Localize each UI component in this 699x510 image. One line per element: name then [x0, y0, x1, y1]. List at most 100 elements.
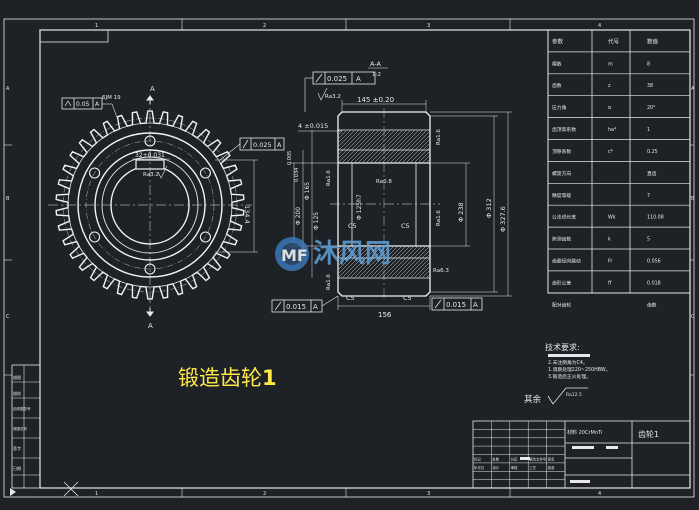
table-header-cell: 参数: [552, 38, 564, 46]
title-grid-cell: 签名: [548, 457, 555, 462]
runout-icon: [242, 139, 249, 149]
bottom-dim-text: 156: [378, 311, 392, 319]
table-cell: 公法线长度: [552, 214, 576, 221]
section-hatching: [338, 130, 430, 278]
roughness-icon: [157, 165, 168, 179]
web-hole: [89, 167, 101, 179]
title-grid-cell: 分区: [511, 457, 518, 462]
table-cell: 压力角: [552, 104, 567, 111]
table-cell: ha*: [608, 127, 617, 133]
top-tab: [39, 29, 109, 43]
web-hole: [89, 231, 101, 243]
table-cell: 0.056: [647, 258, 661, 264]
top-roughness: Ra3.2: [325, 94, 341, 100]
roughness-icon: [547, 387, 588, 405]
parallel-icon: [64, 100, 72, 107]
section-cut-marks: [146, 95, 154, 317]
rough-0: Ra0.8: [376, 179, 392, 185]
table-cell: 齿圈径向跳动: [552, 257, 581, 264]
runout-icon: [434, 299, 442, 309]
table-cell: 齿顶高系数: [552, 126, 576, 133]
strip-label: 日期: [13, 465, 21, 471]
geo-tol-right-value: 0.025: [253, 141, 272, 149]
zone-col-1: 1: [95, 23, 98, 29]
drawing-title: 锻造齿轮1: [178, 366, 277, 390]
mf-logo-icon: [275, 237, 309, 271]
left-bottom-strip: [11, 364, 41, 489]
tech-req-bar: [548, 354, 590, 357]
table-cell: 齿数: [552, 82, 562, 89]
table-cell: m: [608, 62, 613, 67]
runout-icon: [315, 73, 323, 83]
title-grid-cell: 更改文件号: [529, 457, 547, 462]
left-dim-2: Φ 200: [295, 207, 302, 225]
top-tol-ref: A: [356, 75, 361, 83]
keyway-dim: 32+0.031: [135, 152, 165, 159]
rest-mark-label: 其余: [524, 394, 542, 405]
gear-front-view: [48, 95, 252, 315]
drawing-title-text: 锻造齿轮: [178, 366, 262, 390]
corner-arrow-icon: [10, 488, 16, 496]
rough-5: Ra6.3: [433, 268, 449, 274]
watermark-text: 沐风网: [313, 239, 391, 269]
left-dim-3: Φ 165: [304, 182, 311, 200]
chamfer-1: C5: [401, 222, 410, 230]
table-cell: 模数: [552, 60, 562, 67]
right-dim-1: Φ 312: [485, 198, 493, 218]
left-dim-1: 0.034: [294, 168, 300, 182]
table-cell: 0.25: [647, 149, 658, 155]
table-cell: 38: [647, 83, 653, 89]
right-dim-0: Φ 238: [457, 202, 465, 222]
title-grid-cell: 批准: [548, 465, 555, 470]
bottom-tol-left-ref: A: [313, 303, 318, 311]
title-grid-cell: 标记: [474, 457, 481, 462]
table-header-cell: 数值: [647, 38, 659, 46]
zone-col-4-bottom: 4: [598, 491, 601, 497]
width-dim: [341, 100, 427, 112]
outer-border: [3, 18, 695, 498]
chamfer-0: C5: [348, 222, 357, 230]
strip-label: 底图总号: [13, 426, 27, 431]
zone-row-b-right: B: [691, 196, 695, 202]
table-cell: α: [608, 106, 611, 111]
zone-col-2: 2: [263, 23, 266, 29]
table-cell: 5: [647, 237, 650, 243]
title-material: 材料 20CrMnTi: [567, 429, 602, 436]
chamfer-3: C5: [403, 294, 412, 302]
section-mark-top: A: [150, 85, 155, 93]
table-cell: c*: [608, 149, 614, 155]
zone-row-b: B: [6, 196, 10, 202]
table-cell: 齿形公差: [552, 279, 571, 286]
zone-col-2-bottom: 2: [263, 491, 266, 497]
zone-col-4: 4: [598, 23, 601, 29]
strip-label: 描校: [13, 390, 21, 396]
table-cell: 1: [647, 127, 650, 133]
drawing-title-number: 1: [262, 366, 277, 390]
tech-req-3: 3.锻造后正火处理。: [548, 373, 591, 380]
top-geo-tolerance: 0.025 A: [304, 71, 376, 112]
tech-req-1: 1.调质处理220~250HBW。: [548, 366, 610, 373]
left-tol-text: 4 ±0.015: [298, 122, 328, 130]
title-grid-cell: 处数: [492, 457, 499, 462]
zone-row-c-right: C: [691, 314, 695, 320]
table-cell: Fr: [608, 258, 612, 264]
table-header-cell: 代号: [608, 38, 620, 46]
title-grid-cell: 设计: [492, 465, 499, 470]
front-roughness: Ra3.2: [143, 172, 159, 178]
zone-col-3-bottom: 3: [427, 491, 430, 497]
table-cell: 0.018: [647, 280, 661, 286]
title-grid-cell: 审核: [511, 465, 518, 470]
strip-label: 签字: [13, 445, 21, 451]
zone-row-a: A: [6, 86, 10, 92]
title-part-name: 齿轮1: [638, 429, 659, 439]
table-cell: 精度等级: [552, 192, 571, 199]
table-cell: 直齿: [647, 170, 657, 177]
top-tol-value: 0.025: [327, 75, 347, 83]
table-cell: 7: [647, 193, 650, 199]
title-grid-cell: 年月日: [474, 465, 484, 470]
rough-3: Ra1.6: [436, 129, 442, 145]
table-cell: 110.08: [647, 215, 664, 221]
fit-label: 6JM 19: [102, 95, 121, 101]
